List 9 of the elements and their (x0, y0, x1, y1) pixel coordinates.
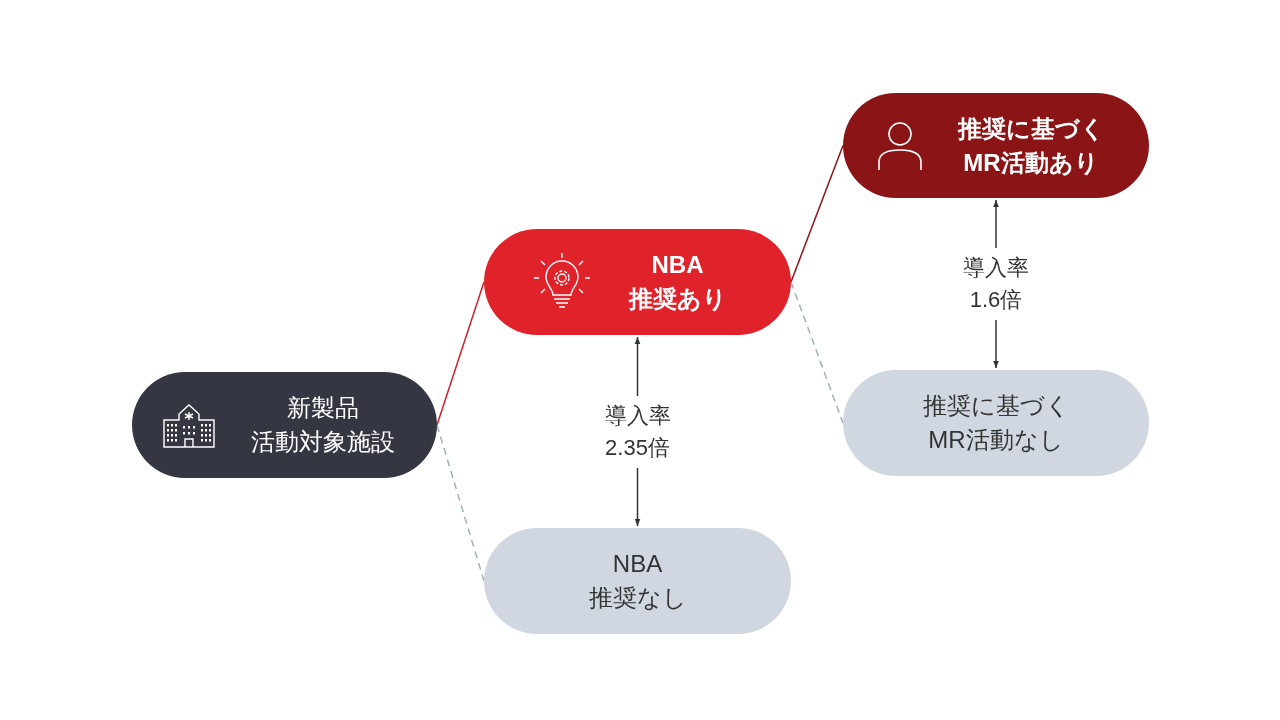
node-label: NBA推奨あり (627, 250, 728, 314)
connector-line (436, 281, 485, 426)
node-label: NBA推奨なし (587, 549, 688, 613)
node-label: 新製品活動対象施設 (249, 393, 396, 457)
node-label: 推奨に基づくMR活動あり (956, 113, 1106, 178)
connector-line (436, 424, 485, 582)
connector-line (790, 144, 844, 283)
connector-line (790, 281, 844, 424)
node-label: 推奨に基づくMR活動なし (921, 391, 1071, 455)
